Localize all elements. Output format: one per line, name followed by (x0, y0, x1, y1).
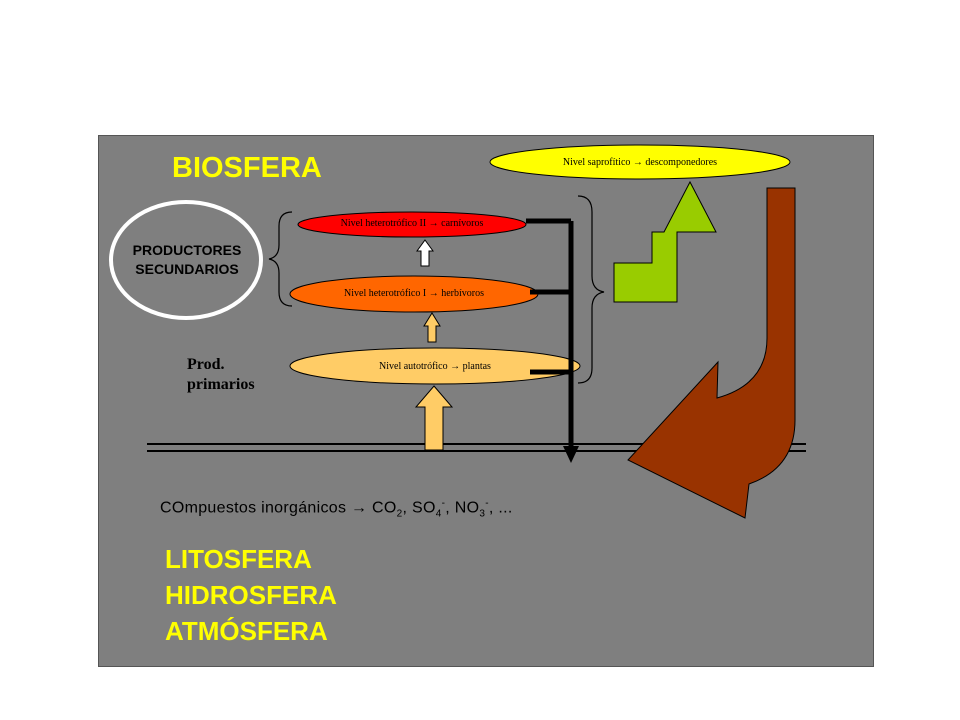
sphere-atmosfera: ATMÓSFERA (165, 616, 328, 646)
productores-secundarios-line-1: PRODUCTORES (132, 242, 242, 258)
green-arrow-to-decomposers (613, 180, 717, 303)
so4-superscript: - (441, 498, 446, 509)
right-brace (577, 195, 605, 384)
heterotrofico-1-label-box: Nivel heterotrófico I → herbívoros (290, 288, 538, 299)
no3-superscript: - (485, 498, 489, 509)
flow-arrowhead (563, 446, 579, 463)
heterotrofico-2-label-box: Nivel heterotrófico II → carnívoros (298, 218, 526, 229)
productores-ellipse (109, 200, 263, 320)
prod-primarios-line-1: Prod. (187, 356, 225, 373)
pill-saprofitico (489, 144, 791, 180)
compounds-lead: COmpuestos inorgánicos → CO (160, 499, 397, 517)
so4-subscript: 4 (435, 508, 442, 520)
sphere-hidrosfera: HIDROSFERA (165, 580, 337, 610)
saprofitico-label-box: Nivel saprofítico → descomponedores (490, 157, 790, 168)
autotrofico-label-box: Nivel autotrófico → plantas (290, 361, 580, 372)
spheres-list: LITOSFERA HIDROSFERA ATMÓSFERA (165, 541, 337, 649)
compounds-no: , NO (445, 499, 480, 517)
prod-primarios-label: Prod. primarios (187, 355, 255, 395)
autotrofico-label: Nivel autotrófico → plantas (379, 361, 491, 372)
heterotrofico-2-label: Nivel heterotrófico II → carnívoros (340, 218, 484, 229)
no3-subscript: 3 (479, 508, 486, 520)
heterotrofico-1-label: Nivel heterotrófico I → herbívoros (344, 288, 484, 299)
saprofitico-label: Nivel saprofítico → descomponedores (562, 157, 718, 168)
productores-secundarios-label: PRODUCTORES SECUNDARIOS (113, 241, 261, 279)
sphere-litosfera: LITOSFERA (165, 544, 312, 574)
compounds-tail: , ... (488, 499, 513, 517)
biosfera-title: BIOSFERA (172, 152, 322, 184)
productores-secundarios-line-2: SECUNDARIOS (135, 261, 239, 277)
inorganic-compounds-label: COmpuestos inorgánicos → CO2, SO4-, NO3-… (160, 498, 513, 520)
pill-autotrofico (289, 347, 581, 385)
pill-heterotrofico-2 (297, 211, 527, 238)
left-brace (268, 211, 293, 307)
compounds-so: , SO (402, 499, 436, 517)
prod-primarios-line-2: primarios (187, 376, 255, 393)
up-arrow-compounds-to-plantas (414, 385, 454, 451)
decomposition-flow-lines (526, 218, 574, 446)
up-arrow-plantas-to-herbivoros (423, 312, 441, 343)
brown-return-arrow (627, 187, 796, 519)
up-arrow-herbivoros-to-carnivoros (416, 239, 434, 267)
co2-subscript: 2 (396, 508, 403, 520)
